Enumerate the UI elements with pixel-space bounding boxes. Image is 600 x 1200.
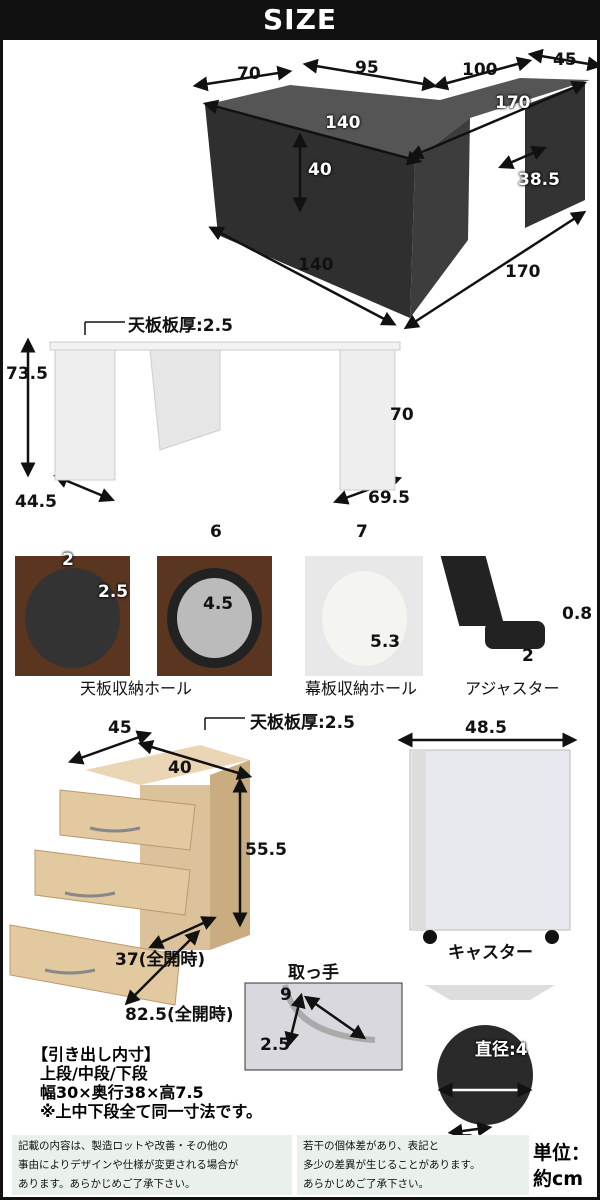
dim-170-top: 170 bbox=[495, 93, 531, 113]
chest-top-thickness: 天板板厚:2.5 bbox=[250, 713, 355, 733]
unit-line2: 約cm bbox=[533, 1168, 584, 1190]
handle-dim-9: 9 bbox=[280, 985, 292, 1005]
modesty-hole-caption: 幕板収納ホール bbox=[305, 679, 418, 698]
handle-label: 取っ手 bbox=[288, 963, 339, 983]
top-hole-caption: 天板収納ホール bbox=[80, 679, 193, 698]
dim-140-top: 140 bbox=[325, 113, 361, 133]
drawer-info-line3: ※上中下段全て同一寸法です。 bbox=[40, 1102, 262, 1121]
chest-dim-37: 37(全開時) bbox=[115, 950, 206, 970]
white-desk-image bbox=[49, 341, 401, 491]
adjuster-dim-2: 2 bbox=[522, 646, 534, 666]
adjuster-dim-0-8: 0.8 bbox=[562, 604, 593, 624]
modesty-hole-photo bbox=[305, 556, 423, 676]
unit-label: 単位： 約cm bbox=[533, 1140, 590, 1192]
hole-dim-7: 7 bbox=[356, 522, 368, 542]
adjuster-photo bbox=[440, 556, 550, 676]
cabinet-dim-48-5: 48.5 bbox=[465, 718, 507, 738]
chest-dim-45: 45 bbox=[108, 718, 132, 738]
chest-dim-40: 40 bbox=[168, 758, 192, 778]
dim-40: 40 bbox=[308, 160, 332, 180]
hole-dim-2: 2 bbox=[62, 550, 74, 570]
hole-dim-6: 6 bbox=[210, 522, 222, 542]
drawer-inner-dimensions: 【引き出し内寸】 上段/中段/下段 幅30×奥行38×高7.5 ※上中下段全て同… bbox=[32, 1045, 262, 1121]
dim-70: 70 bbox=[237, 64, 261, 84]
size-header: SIZE bbox=[0, 0, 600, 40]
top-hole-ring-photo bbox=[157, 556, 272, 676]
note-right: 若干の個体差があり、表記と 多少の差異が生じることがあります。 あらかじめご了承… bbox=[297, 1135, 529, 1195]
caster-diameter: 直径:4 bbox=[475, 1040, 528, 1060]
unit-line1: 単位： bbox=[533, 1142, 591, 1164]
handle-dim-2-5: 2.5 bbox=[260, 1035, 291, 1055]
hole-dim-5-3: 5.3 bbox=[370, 632, 401, 652]
note-right-line: 若干の個体差があり、表記と bbox=[303, 1140, 440, 1152]
note-right-line: あらかじめご了承下さい。 bbox=[303, 1178, 429, 1190]
top-thickness-label: 天板板厚:2.5 bbox=[128, 316, 233, 336]
dim-140-bottom: 140 bbox=[298, 255, 334, 275]
adjuster-caption: アジャスター bbox=[465, 679, 560, 698]
dim-69-5: 69.5 bbox=[368, 488, 410, 508]
note-left: 記載の内容は、製造ロットや改善・その他の 事由によりデザインや仕様が変更される場… bbox=[12, 1135, 292, 1195]
hole-dim-2-5: 2.5 bbox=[98, 582, 129, 602]
chest-dim-82-5: 82.5(全開時) bbox=[125, 1005, 234, 1025]
dim-73-5: 73.5 bbox=[6, 364, 48, 384]
note-left-line: 記載の内容は、製造ロットや改善・その他の bbox=[18, 1140, 228, 1152]
drawer-info-title: 【引き出し内寸】 bbox=[32, 1045, 161, 1064]
hole-dim-4-5: 4.5 bbox=[203, 594, 234, 614]
caster-label: キャスター bbox=[448, 943, 533, 963]
dim-44-5: 44.5 bbox=[15, 492, 57, 512]
dim-95: 95 bbox=[355, 58, 379, 78]
chest-dim-55-5: 55.5 bbox=[245, 840, 287, 860]
note-left-line: あります。あらかじめご了承下さい。 bbox=[18, 1178, 196, 1190]
note-right-line: 多少の差異が生じることがあります。 bbox=[303, 1159, 481, 1171]
dim-70-inner: 70 bbox=[390, 405, 414, 425]
drawer-info-line2: 幅30×奥行38×高7.5 bbox=[40, 1083, 204, 1102]
note-left-line: 事由によりデザインや仕様が変更される場合が bbox=[18, 1159, 239, 1171]
drawer-info-line1: 上段/中段/下段 bbox=[40, 1064, 148, 1083]
dim-38-5: 38.5 bbox=[518, 170, 560, 190]
dim-100: 100 bbox=[462, 60, 498, 80]
dim-45: 45 bbox=[553, 50, 577, 70]
top-hole-cap-photo bbox=[15, 556, 130, 676]
dim-170-bottom: 170 bbox=[505, 262, 541, 282]
